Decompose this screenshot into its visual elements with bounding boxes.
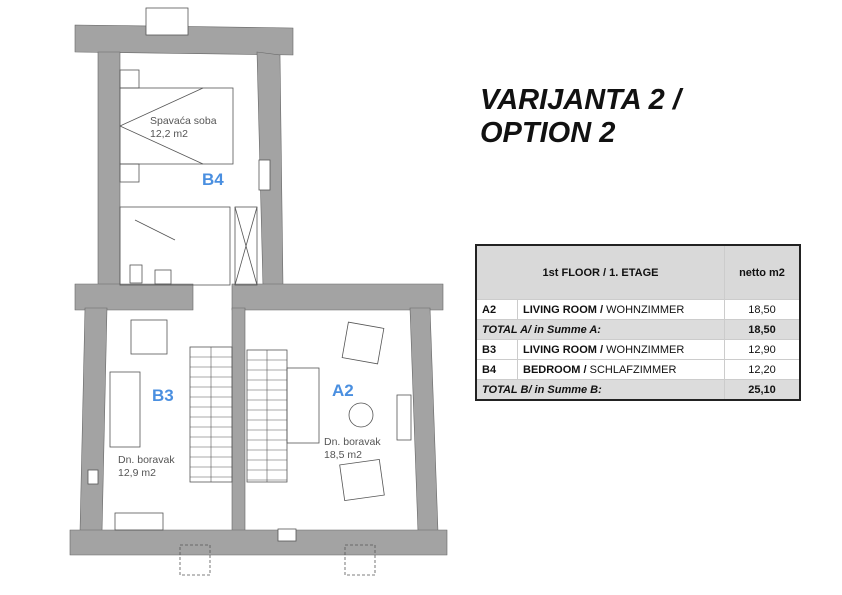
header-area: netto m2 (724, 244, 801, 300)
table-total-row: TOTAL B/ in Summe B: 25,10 (475, 379, 801, 401)
total-label: TOTAL B/ in Summe B: (475, 379, 725, 401)
row-code: A2 (475, 299, 518, 320)
row-code: B4 (475, 359, 518, 380)
stair-treads (190, 347, 287, 482)
table-row: A2 LIVING ROOM / WOHNZIMMER 18,50 (475, 299, 801, 320)
row-name-de: WOHNZIMMER (606, 303, 685, 316)
row-name: LIVING ROOM / WOHNZIMMER (517, 339, 725, 360)
room-b4-area: 12,2 m2 (150, 128, 188, 140)
row-name-de: WOHNZIMMER (606, 343, 685, 356)
row-area: 18,50 (724, 299, 801, 320)
room-b4-name: Spavaća soba (150, 115, 217, 127)
total-label: TOTAL A/ in Summe A: (475, 319, 725, 340)
row-name-bold: LIVING ROOM / (523, 343, 604, 356)
row-name: LIVING ROOM / WOHNZIMMER (517, 299, 725, 320)
row-name: BEDROOM / SCHLAFZIMMER (517, 359, 725, 380)
table-total-row: TOTAL A/ in Summe A: 18,50 (475, 319, 801, 340)
row-name-de: SCHLAFZIMMER (589, 363, 677, 376)
room-b3-name: Dn. boravak (118, 454, 175, 466)
room-a2-area: 18,5 m2 (324, 449, 362, 461)
header-floor: 1st FLOOR / 1. ETAGE (475, 244, 725, 300)
floor-plan: Spavaća soba 12,2 m2 B4 B3 Dn. boravak 1… (69, 7, 448, 576)
room-a2-label: A2 (332, 381, 354, 400)
page-title: VARIJANTA 2 / OPTION 2 (480, 84, 681, 150)
room-a2-name: Dn. boravak (324, 436, 381, 448)
room-b4-label: B4 (202, 170, 224, 189)
title-line-2: OPTION 2 (480, 117, 616, 149)
table-row: B4 BEDROOM / SCHLAFZIMMER 12,20 (475, 359, 801, 380)
row-name-bold: LIVING ROOM / (523, 303, 604, 316)
table-header: 1st FLOOR / 1. ETAGE netto m2 (475, 244, 801, 300)
area-table: 1st FLOOR / 1. ETAGE netto m2 A2 LIVING … (475, 244, 801, 401)
total-area: 25,10 (724, 379, 801, 401)
row-area: 12,90 (724, 339, 801, 360)
table-row: B3 LIVING ROOM / WOHNZIMMER 12,90 (475, 339, 801, 360)
room-b3-area: 12,9 m2 (118, 467, 156, 479)
room-b3-label: B3 (152, 386, 174, 405)
row-area: 12,20 (724, 359, 801, 380)
total-area: 18,50 (724, 319, 801, 340)
furniture (87, 7, 412, 576)
row-name-bold: BEDROOM / (523, 363, 587, 376)
row-code: B3 (475, 339, 518, 360)
title-line-1: VARIJANTA 2 / (480, 84, 681, 116)
